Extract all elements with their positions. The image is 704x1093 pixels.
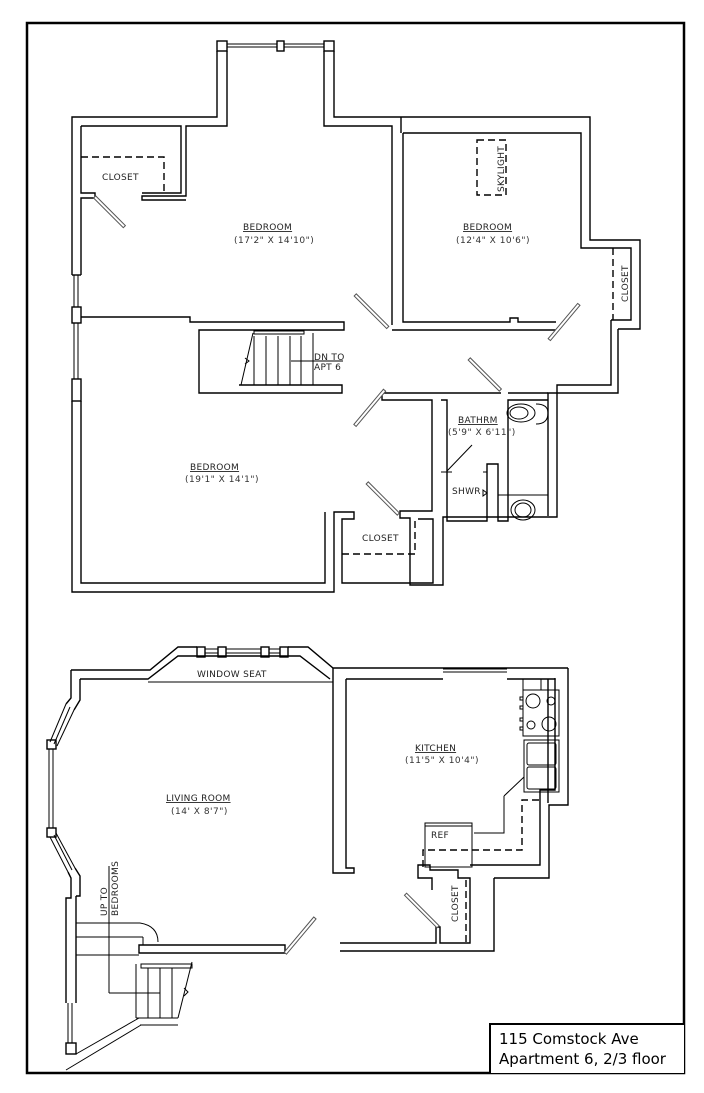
kitchen-closet-label: CLOSET xyxy=(451,885,461,922)
closet-label-3: CLOSET xyxy=(362,534,399,544)
stairs-label-line1: DN TO xyxy=(314,353,345,363)
room-name-living-room: LIVING ROOM xyxy=(166,794,231,804)
room-name-bedroom-3: BEDROOM xyxy=(190,463,239,473)
stairs-up-label-line1: UP TO xyxy=(100,887,110,916)
stairs-up-label-line2: BEDROOMS xyxy=(111,861,121,916)
title-block: 115 Comstock Ave Apartment 6, 2/3 floor xyxy=(489,1023,684,1073)
stairs-up xyxy=(76,866,286,1026)
drawing-frame xyxy=(25,21,686,1075)
closet-label-1: CLOSET xyxy=(102,173,139,183)
title-unit: Apartment 6, 2/3 floor xyxy=(499,1050,666,1068)
bay-window-top xyxy=(216,40,335,52)
room-dims-kitchen: (11'5" X 10'4") xyxy=(405,756,479,766)
room-dims-living-room: (14' X 8'7") xyxy=(171,807,228,817)
lower-floor-plan xyxy=(46,646,569,1071)
room-name-bedroom-1: BEDROOM xyxy=(243,223,292,233)
stairs-label-line2: APT 6 xyxy=(314,363,341,373)
title-address: 115 Comstock Ave xyxy=(499,1030,639,1048)
closet-label-2: CLOSET xyxy=(621,265,631,302)
shower-label: SHWR xyxy=(452,487,481,497)
refrigerator-label: REF xyxy=(431,831,449,841)
upper-floor-plan xyxy=(71,40,641,593)
room-name-kitchen: KITCHEN xyxy=(415,744,456,754)
room-dims-bathroom: (5'9" X 6'11") xyxy=(448,428,516,438)
room-dims-bedroom-2: (12'4" X 10'6") xyxy=(456,236,530,246)
room-name-bathroom: BATHRM xyxy=(458,416,498,426)
room-name-bedroom-2: BEDROOM xyxy=(463,223,512,233)
skylight-label: SKYLIGHT xyxy=(497,146,507,192)
room-dims-bedroom-3: (19'1" X 14'1") xyxy=(185,475,259,485)
stairs-down xyxy=(240,330,343,386)
room-dims-bedroom-1: (17'2" X 14'10") xyxy=(234,236,314,246)
window-seat-label: WINDOW SEAT xyxy=(197,670,267,680)
